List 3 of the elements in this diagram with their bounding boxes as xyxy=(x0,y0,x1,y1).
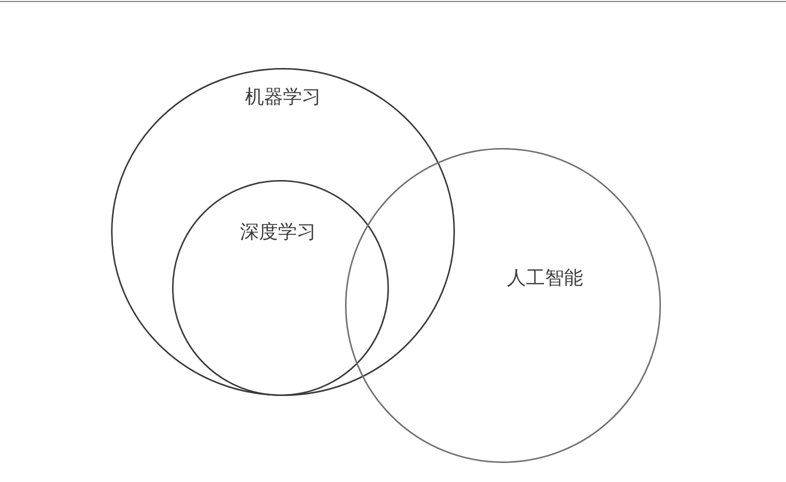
circle-label: 人工智能 xyxy=(507,267,583,289)
circle-label: 深度学习 xyxy=(240,221,316,243)
circle-label: 机器学习 xyxy=(245,86,321,108)
